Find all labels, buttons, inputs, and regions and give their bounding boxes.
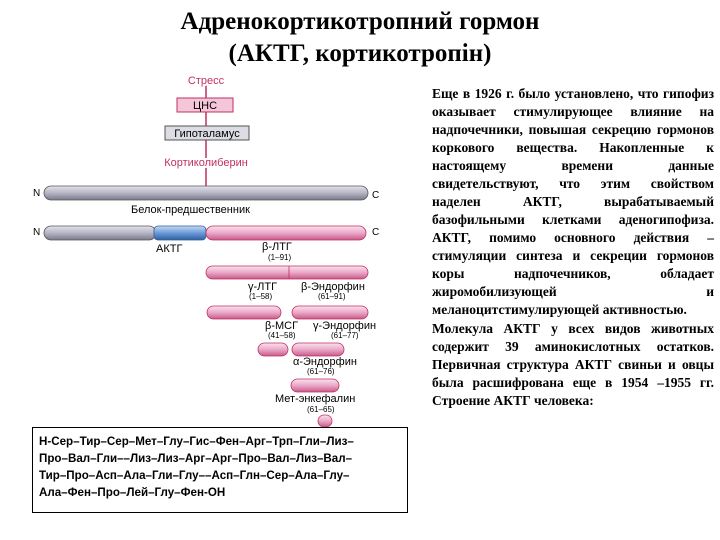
gamma-ltg-range: (1–58) (249, 292, 272, 301)
description-paragraph-2: Молекула АКТГ у всех видов животных соде… (432, 321, 714, 408)
title-line-1: Адренокортикотропний гормон (180, 8, 540, 35)
precursor-bar-part (43, 225, 157, 241)
n-terminus-label-1: N (33, 188, 40, 199)
beta-ltg-label: β-ЛТГ (262, 241, 292, 253)
hypothalamus-box (164, 125, 250, 141)
met-enkephalin-range: (61–65) (307, 405, 335, 414)
corticoliberin-label: Кортиколиберин (164, 157, 248, 169)
alpha-endorphin-range: (61–76) (307, 367, 335, 376)
gamma-endorphin-range: (61–77) (331, 331, 359, 340)
beta-endorphin-label: β-Эндорфин (301, 281, 365, 293)
gamma-endorphin-label: γ-Эндорфин (313, 320, 376, 332)
actg-label: АКТГ (156, 243, 182, 255)
gamma-ltg-label: γ-ЛТГ (248, 281, 277, 293)
beta-ltg-segment-top (205, 225, 367, 241)
beta-endorphin-range: (61–91) (318, 292, 346, 301)
beta-endorphin-bar (291, 305, 369, 320)
stress-label: Стресс (188, 75, 225, 87)
sequence-line-2: Про–Вал–Гли––Лиз–Лиз–Арг–Арг–Про–Вал–Лиз… (39, 452, 353, 465)
gamma-ltg-bar (206, 305, 282, 320)
actg-segment (153, 225, 207, 241)
sequence-line-3: Тир–Про–Асп–Ала–Гли–Глу––Асп–Глн–Сер–Ала… (39, 469, 350, 482)
beta-ltg-bar (205, 265, 369, 280)
met-enkephalin-label: Мет-энкефалин (275, 393, 355, 405)
c-terminus-label-2: C (372, 227, 379, 238)
gamma-endorphin-bar (291, 342, 345, 357)
alpha-endorphin-bar (290, 378, 340, 393)
cns-box (176, 97, 234, 113)
c-terminus-label-1: C (372, 190, 379, 201)
description-text: Еще в 1926 г. было установлено, что гипо… (432, 85, 714, 410)
beta-msg-label: β-МСГ (265, 320, 298, 332)
met-enkephalin-bar (317, 414, 333, 428)
n-terminus-label-2: N (33, 227, 40, 238)
slide-title: Адренокортикотропний гормон (АКТГ, корти… (0, 6, 720, 70)
beta-ltg-range: (1–91) (268, 253, 291, 262)
beta-msg-bar (257, 342, 289, 357)
sequence-line-4: Ала–Фен–Про–Лей–Глу–Фен-ОН (39, 486, 226, 499)
sequence-line-1: Н-Сер–Тир–Сер–Мет–Глу–Гис–Фен–Арг–Трп–Гл… (39, 435, 354, 448)
beta-msg-range: (41–58) (268, 331, 296, 340)
actg-sequence-box: Н-Сер–Тир–Сер–Мет–Глу–Гис–Фен–Арг–Трп–Гл… (32, 427, 408, 513)
precursor-label: Белок-предшественник (131, 204, 250, 216)
cns-label: ЦНС (193, 100, 217, 112)
precursor-bar (43, 185, 369, 201)
alpha-endorphin-label: α-Эндорфин (293, 356, 357, 368)
title-line-2: (АКТГ, кортикотропін) (228, 40, 492, 67)
hypothalamus-label: Гипоталамус (174, 128, 240, 140)
description-paragraph-1: Еще в 1926 г. было установлено, что гипо… (432, 86, 714, 317)
